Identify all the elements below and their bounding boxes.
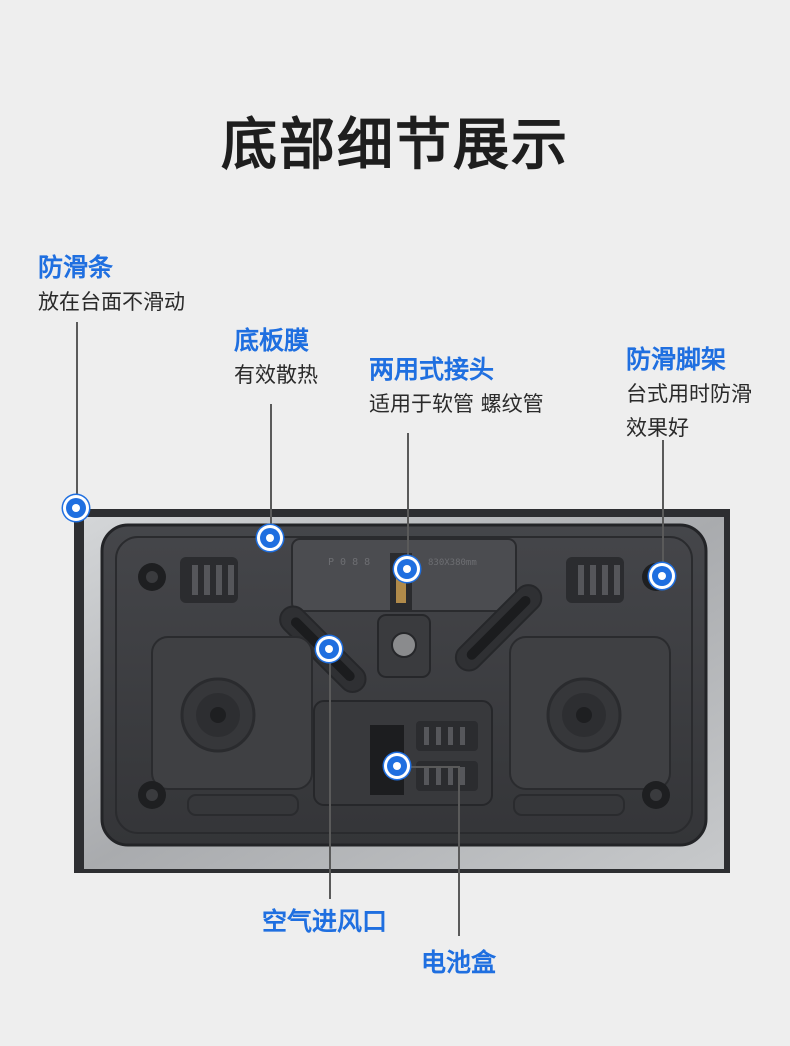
callout-heading: 两用式接头 xyxy=(369,355,495,384)
leader-line-air-inlet xyxy=(329,649,331,899)
burner-right xyxy=(546,677,622,753)
leader-line-anti-slip-strip xyxy=(76,322,78,508)
callout-heading: 空气进风口 xyxy=(262,907,388,936)
marker-dot-anti-slip-strip xyxy=(66,498,86,518)
callout-description: 适用于软管 螺纹管 xyxy=(369,392,544,416)
plate-marking: P 0 8 8 xyxy=(328,557,370,568)
callout-description: 效果好 xyxy=(626,416,689,440)
leader-line-bottom-film xyxy=(270,404,272,538)
stove-bottom-image: P 0 8 8 830X380mm xyxy=(74,509,730,873)
air-slot-right xyxy=(454,584,543,672)
battery-grille xyxy=(416,721,478,791)
callout-anti-slip-feet: 防滑脚架 台式用时防滑 效果好 xyxy=(626,343,752,445)
size-marking: 830X380mm xyxy=(428,558,477,568)
foot-bottom-right xyxy=(642,781,670,809)
leader-line-anti-slip-feet xyxy=(662,440,664,576)
callout-description: 台式用时防滑 xyxy=(626,382,752,406)
callout-dual-joint: 两用式接头 适用于软管 螺纹管 xyxy=(369,353,544,421)
marker-dot-battery-box xyxy=(387,756,407,776)
callout-heading: 电池盒 xyxy=(421,948,497,977)
foot-top-left xyxy=(138,563,166,591)
page-title: 底部细节展示 xyxy=(221,113,569,178)
leader-line-battery-box-h xyxy=(397,766,459,768)
foot-bottom-left xyxy=(138,781,166,809)
callout-anti-slip-strip: 防滑条 放在台面不滑动 xyxy=(38,251,185,319)
callout-battery-box: 电池盒 xyxy=(421,946,496,980)
leader-line-battery-box xyxy=(458,766,460,936)
callout-air-inlet: 空气进风口 xyxy=(262,905,387,939)
marker-dot-dual-joint xyxy=(397,559,417,579)
marker-dot-bottom-film xyxy=(260,528,280,548)
callout-heading: 防滑脚架 xyxy=(626,345,727,374)
callout-heading: 底板膜 xyxy=(234,326,310,355)
callout-description: 放在台面不滑动 xyxy=(38,290,185,314)
marker-dot-anti-slip-feet xyxy=(652,566,672,586)
callout-description: 有效散热 xyxy=(234,363,318,387)
leader-line-dual-joint xyxy=(407,433,409,569)
callout-heading: 防滑条 xyxy=(38,253,114,282)
callout-bottom-film: 底板膜 有效散热 xyxy=(234,324,318,392)
burner-left xyxy=(180,677,256,753)
vent-right xyxy=(566,557,624,603)
marker-dot-air-inlet xyxy=(319,639,339,659)
vent-left xyxy=(180,557,238,603)
